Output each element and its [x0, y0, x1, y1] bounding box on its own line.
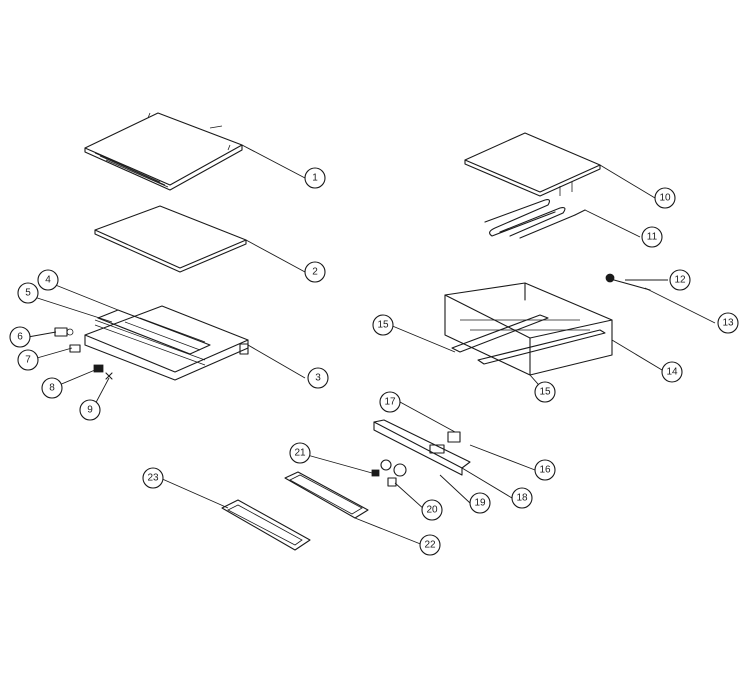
svg-text:15: 15: [539, 387, 551, 398]
part-9-screw: [105, 372, 113, 380]
svg-text:9: 9: [87, 405, 93, 416]
callout-11: 11: [641, 226, 663, 248]
svg-text:21: 21: [294, 448, 306, 459]
svg-text:22: 22: [424, 540, 436, 551]
callout-17: 17: [379, 391, 401, 413]
svg-text:8: 8: [49, 383, 55, 394]
part-front-panel: [371, 419, 471, 487]
svg-text:17: 17: [384, 397, 396, 408]
callout-6: 6: [9, 326, 31, 348]
svg-text:1: 1: [312, 173, 318, 184]
svg-text:23: 23: [147, 473, 159, 484]
callout-15b: 15: [534, 381, 556, 403]
callout-13: 13: [717, 312, 739, 334]
callout-5: 5: [17, 282, 39, 304]
callout-20: 20: [421, 499, 443, 521]
callout-22: 22: [419, 534, 441, 556]
svg-text:12: 12: [674, 275, 686, 286]
part-22-window-frame: [284, 471, 369, 519]
callout-16: 16: [534, 459, 556, 481]
leader-lines: [27, 144, 716, 546]
svg-text:2: 2: [312, 267, 318, 278]
svg-text:14: 14: [666, 367, 678, 378]
callout-12: 12: [669, 269, 691, 291]
part-10-heater-cover: [464, 132, 601, 197]
svg-text:6: 6: [17, 332, 23, 343]
callout-9: 9: [79, 399, 101, 421]
callout-15a: 15: [372, 314, 394, 336]
part-15-rails: [451, 314, 606, 365]
part-8-component: [93, 364, 104, 373]
part-23-gasket: [221, 499, 311, 551]
callout-1: 1: [304, 167, 326, 189]
callout-10: 10: [654, 187, 676, 209]
svg-text:5: 5: [25, 288, 31, 299]
svg-text:7: 7: [25, 355, 31, 366]
svg-text:16: 16: [539, 465, 551, 476]
callout-7: 7: [17, 349, 39, 371]
part-6-component: [54, 327, 74, 337]
part-12-thermostat: [605, 273, 651, 291]
callout-4: 4: [37, 269, 59, 291]
part-2-insulation-panel: [94, 205, 247, 273]
callout-18: 18: [511, 487, 533, 509]
callout-21: 21: [289, 442, 311, 464]
part-11-heating-element: [484, 199, 586, 239]
svg-text:18: 18: [516, 493, 528, 504]
svg-text:20: 20: [426, 505, 438, 516]
part-3-base-tray: [84, 305, 249, 381]
svg-text:15: 15: [377, 320, 389, 331]
svg-text:11: 11: [647, 232, 658, 243]
svg-text:4: 4: [45, 275, 51, 286]
callout-19: 19: [469, 492, 491, 514]
callout-14: 14: [661, 361, 683, 383]
svg-text:13: 13: [722, 318, 734, 329]
callout-2: 2: [304, 261, 326, 283]
part-1-top-cover: [84, 112, 243, 191]
callout-3: 3: [307, 367, 329, 389]
svg-text:10: 10: [659, 193, 671, 204]
callout-8: 8: [41, 377, 63, 399]
callout-23: 23: [142, 467, 164, 489]
svg-text:19: 19: [474, 498, 486, 509]
part-14-cavity: [444, 282, 613, 376]
svg-text:3: 3: [315, 373, 321, 384]
